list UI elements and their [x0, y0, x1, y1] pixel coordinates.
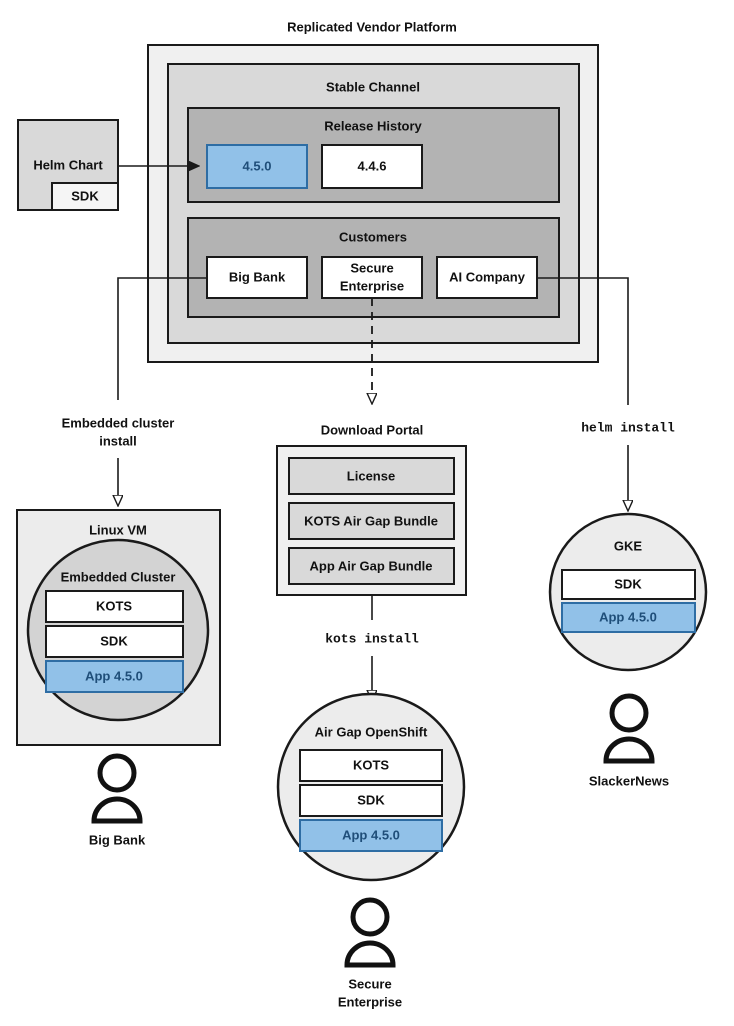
avatar-slackernews	[603, 693, 655, 764]
linux-vm-label: Linux VM	[89, 522, 147, 537]
customers-label: Customers	[339, 229, 407, 244]
helm-chart-label: Helm Chart	[33, 157, 103, 172]
gke-component-app-label: App 4.5.0	[599, 609, 657, 624]
customer-label-secure-enterprise-line2: Enterprise	[338, 994, 402, 1009]
customer-name-secure-enterprise-line1: Secure	[350, 260, 393, 275]
release-box-4-4-6[interactable]	[321, 144, 423, 189]
embedded-cluster-label: Embedded Cluster	[61, 569, 176, 584]
linux-vm-component-kots-label: KOTS	[96, 598, 132, 613]
edge-label-embedded-cluster-install-line1: Embedded cluster	[62, 415, 175, 430]
gke-component-sdk-box[interactable]	[561, 569, 696, 600]
edge-big-bank-to-embedded	[117, 277, 207, 400]
helm-chart-sdk-label: SDK	[71, 188, 99, 203]
gke-component-sdk-label: SDK	[614, 576, 642, 591]
customer-name-big-bank: Big Bank	[229, 269, 286, 284]
openshift-component-sdk-box[interactable]	[299, 784, 443, 817]
linux-vm-component-sdk-label: SDK	[100, 633, 128, 648]
release-version-4-5-0: 4.5.0	[243, 158, 272, 173]
linux-vm-component-kots-box[interactable]	[45, 590, 184, 623]
gke-label: GKE	[614, 538, 643, 553]
download-item-license-box[interactable]	[288, 457, 455, 495]
customer-box-ai-company[interactable]	[436, 256, 538, 299]
avatar-big-bank	[91, 753, 143, 824]
openshift-component-sdk-label: SDK	[357, 792, 385, 807]
helm-chart-sdk-box	[51, 182, 119, 211]
openshift-component-kots-box[interactable]	[299, 749, 443, 782]
openshift-component-app-label: App 4.5.0	[342, 827, 400, 842]
customer-label-slackernews: SlackerNews	[589, 773, 669, 788]
linux-vm-component-app-box[interactable]	[45, 660, 184, 693]
openshift-component-app-box[interactable]	[299, 819, 443, 852]
customer-name-ai-company: AI Company	[449, 269, 526, 284]
download-item-app-air-gap-bundle-label: App Air Gap Bundle	[309, 558, 432, 573]
customer-label-secure-enterprise-line1: Secure	[348, 976, 391, 991]
stable-channel-label: Stable Channel	[326, 79, 420, 94]
release-box-4-5-0[interactable]	[206, 144, 308, 189]
download-portal-label: Download Portal	[321, 422, 424, 437]
avatar-secure-enterprise	[344, 897, 396, 968]
customer-label-big-bank: Big Bank	[89, 832, 146, 847]
linux-vm-component-app-label: App 4.5.0	[85, 668, 143, 683]
gke-component-app-box[interactable]	[561, 602, 696, 633]
download-item-app-air-gap-bundle-box[interactable]	[288, 547, 455, 585]
download-item-kots-air-gap-bundle-label: KOTS Air Gap Bundle	[304, 513, 438, 528]
edge-label-helm-install: helm install	[581, 420, 675, 435]
air-gap-openshift-label: Air Gap OpenShift	[315, 724, 428, 739]
edge-ai-company-to-helm	[537, 277, 629, 405]
customer-box-secure-enterprise[interactable]	[321, 256, 423, 299]
customer-box-big-bank[interactable]	[206, 256, 308, 299]
linux-vm-component-sdk-box[interactable]	[45, 625, 184, 658]
download-item-license-label: License	[347, 468, 395, 483]
page-title: Replicated Vendor Platform	[287, 19, 457, 34]
edge-label-embedded-cluster-install-line2: install	[99, 433, 137, 448]
edge-label-kots-install: kots install	[325, 631, 419, 646]
release-version-4-4-6: 4.4.6	[358, 158, 387, 173]
release-history-label: Release History	[324, 118, 422, 133]
openshift-component-kots-label: KOTS	[353, 757, 389, 772]
download-item-kots-air-gap-bundle-box[interactable]	[288, 502, 455, 540]
customer-name-secure-enterprise-line2: Enterprise	[340, 278, 404, 293]
